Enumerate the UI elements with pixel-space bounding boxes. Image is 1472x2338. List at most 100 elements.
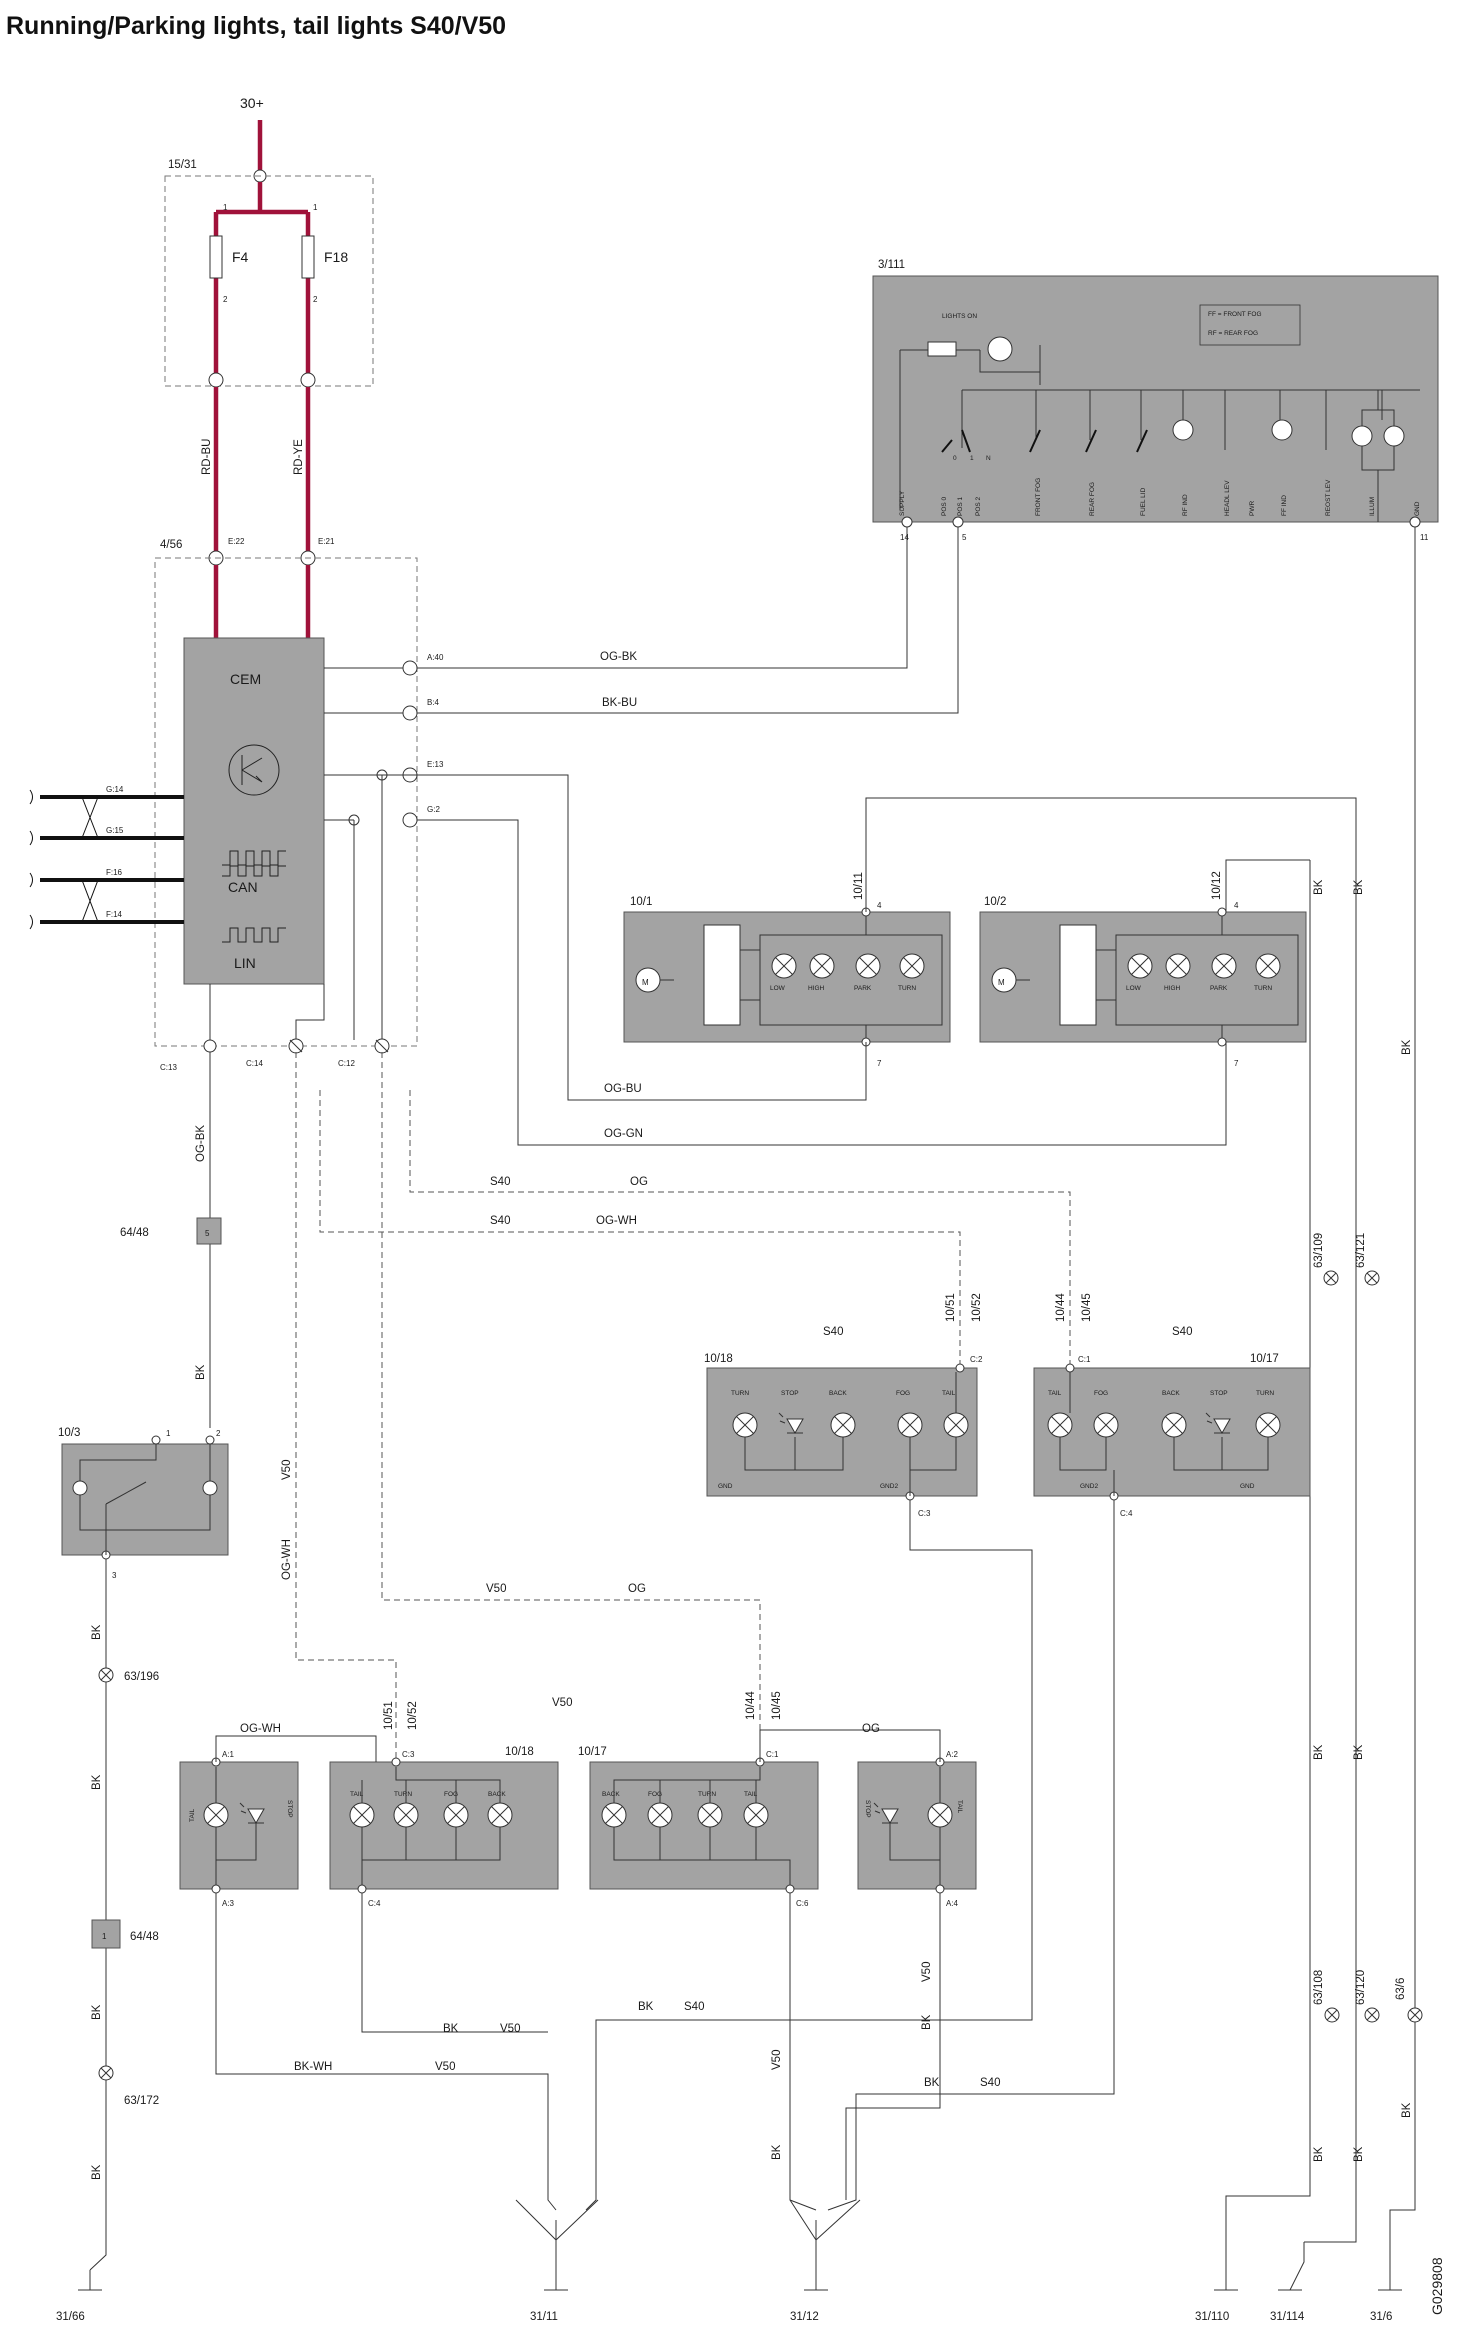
svg-text:GND2: GND2 <box>880 1483 898 1490</box>
lamp-label: REAR FOG <box>1089 482 1096 516</box>
svg-text:63/109: 63/109 <box>1313 1233 1325 1268</box>
svg-text:1: 1 <box>166 1429 171 1438</box>
lamp-label: PARK <box>1210 985 1228 992</box>
diagram-title: Running/Parking lights, tail lights S40/… <box>6 12 506 40</box>
light-switch: 3/111 LIGHTS ON FF = FRONT FOG RF = REAR… <box>872 259 1439 542</box>
svg-text:C:2: C:2 <box>970 1355 983 1364</box>
svg-text:10/17: 10/17 <box>578 1746 607 1758</box>
svg-text:S40: S40 <box>980 2077 1000 2089</box>
cem-right-pins: A:40 B:4 E:13 G:2 <box>324 653 444 1040</box>
ground-31-6: 31/6 <box>1370 2262 1402 2323</box>
ground-31-110: 31/110 <box>1195 2262 1238 2323</box>
svg-text:OG: OG <box>628 1583 646 1595</box>
svg-text:E:22: E:22 <box>228 537 245 546</box>
svg-text:10/3: 10/3 <box>58 1427 80 1439</box>
svg-text:BK: BK <box>1353 879 1365 895</box>
headlamp-bulb-high <box>809 953 835 979</box>
svg-text:A:4: A:4 <box>946 1899 959 1908</box>
svg-text:BK: BK <box>921 2014 933 2030</box>
v50-bulb-back <box>601 1802 627 1828</box>
v50-bulb-back <box>487 1802 513 1828</box>
svg-text:2: 2 <box>216 1429 221 1438</box>
svg-text:G:14: G:14 <box>106 785 124 794</box>
lamp-label: FOG <box>444 1791 458 1798</box>
v50-bulb-turn <box>393 1802 419 1828</box>
svg-text:31/114: 31/114 <box>1270 2311 1305 2323</box>
svg-text:63/120: 63/120 <box>1355 1970 1367 2005</box>
bulb-back <box>1161 1412 1187 1438</box>
svg-text:OG: OG <box>862 1723 880 1735</box>
wire-rd-bu: RD-BU <box>201 439 213 475</box>
svg-text:1: 1 <box>313 203 318 212</box>
svg-text:S40: S40 <box>490 1176 510 1188</box>
svg-text:4: 4 <box>1234 901 1239 910</box>
splice-63-109: 63/109 <box>1313 1233 1339 1286</box>
svg-text:C:1: C:1 <box>766 1750 779 1759</box>
svg-text:C:6: C:6 <box>796 1899 809 1908</box>
svg-text:A:40: A:40 <box>427 653 444 662</box>
svg-text:63/196: 63/196 <box>124 1671 159 1683</box>
svg-text:10/18: 10/18 <box>505 1746 534 1758</box>
leveling-unit <box>703 924 741 1026</box>
can-label: CAN <box>228 879 258 895</box>
svg-text:V50: V50 <box>281 1460 293 1480</box>
lamp-label: STOP <box>1210 1390 1228 1397</box>
svg-text:64/48: 64/48 <box>130 1931 159 1943</box>
svg-text:63/172: 63/172 <box>124 2095 159 2107</box>
cem-bottom-pins: C:13 C:14 C:12 <box>160 775 390 1072</box>
lamp-label: PWR <box>1249 501 1256 516</box>
transistor-icon <box>228 744 280 796</box>
cem-ref: 4/56 <box>160 539 182 551</box>
wire-og-gn: OG-GN <box>604 1128 643 1140</box>
lamp-label: RF IND <box>1182 494 1189 516</box>
headlamp-bulb-turn <box>899 953 925 979</box>
svg-text:C:3: C:3 <box>918 1509 931 1518</box>
fuse-box: 15/31 1 1 F4 F18 2 2 <box>164 159 374 388</box>
splice-63-6: 63/6 <box>1395 1978 1423 2023</box>
svg-text:31/110: 31/110 <box>1195 2311 1229 2323</box>
svg-text:BK: BK <box>1313 879 1325 895</box>
svg-text:BK: BK <box>924 2077 940 2089</box>
svg-text:BK: BK <box>1401 1039 1413 1055</box>
cem-module: 4/56 E:22 E:21 CEM CAN LIN <box>154 537 418 1047</box>
svg-text:C:1: C:1 <box>1078 1355 1091 1364</box>
svg-text:G:2: G:2 <box>427 805 440 814</box>
lamp-label: POS 1 <box>957 496 964 516</box>
svg-text:10/12: 10/12 <box>1211 871 1223 900</box>
svg-text:14: 14 <box>900 533 909 542</box>
svg-text:BK: BK <box>91 2004 103 2020</box>
svg-text:S40: S40 <box>1172 1326 1192 1338</box>
svg-text:BK: BK <box>1313 2146 1325 2162</box>
svg-text:G:15: G:15 <box>106 826 124 835</box>
lamp-label: TAIL <box>1048 1390 1062 1397</box>
svg-text:GND: GND <box>1240 1483 1255 1490</box>
ground-31-114: 31/114 <box>1270 2242 1305 2323</box>
svg-text:11: 11 <box>1420 533 1429 542</box>
lamp-label: TURN <box>394 1791 412 1798</box>
svg-text:OG-WH: OG-WH <box>596 1215 637 1227</box>
v50-bulb-turn <box>697 1802 723 1828</box>
svg-text:C:4: C:4 <box>1120 1509 1133 1518</box>
svg-text:BK: BK <box>638 2001 654 2013</box>
can-signal-icon <box>222 850 286 866</box>
svg-text:10/45: 10/45 <box>1081 1293 1093 1322</box>
svg-text:C:13: C:13 <box>160 1063 177 1072</box>
svg-text:63/6: 63/6 <box>1395 1978 1407 2000</box>
svg-text:5: 5 <box>205 1229 210 1238</box>
lamp-label: FOG <box>648 1791 662 1798</box>
svg-text:2: 2 <box>313 295 318 304</box>
v50-bulb-tail <box>349 1802 375 1828</box>
svg-text:V50: V50 <box>771 2050 783 2070</box>
svg-text:OG-WH: OG-WH <box>240 1723 281 1735</box>
v50-lamp-tail-stop-left <box>179 1761 299 1890</box>
lamp-label: BACK <box>1162 1390 1180 1397</box>
svg-text:BK: BK <box>195 1364 207 1380</box>
svg-text:31/66: 31/66 <box>56 2311 85 2323</box>
lamp-label: FOG <box>896 1390 910 1397</box>
fuse-f4-label: F4 <box>232 249 249 265</box>
bulb-turn <box>1255 1412 1281 1438</box>
svg-text:0: 0 <box>953 455 957 462</box>
